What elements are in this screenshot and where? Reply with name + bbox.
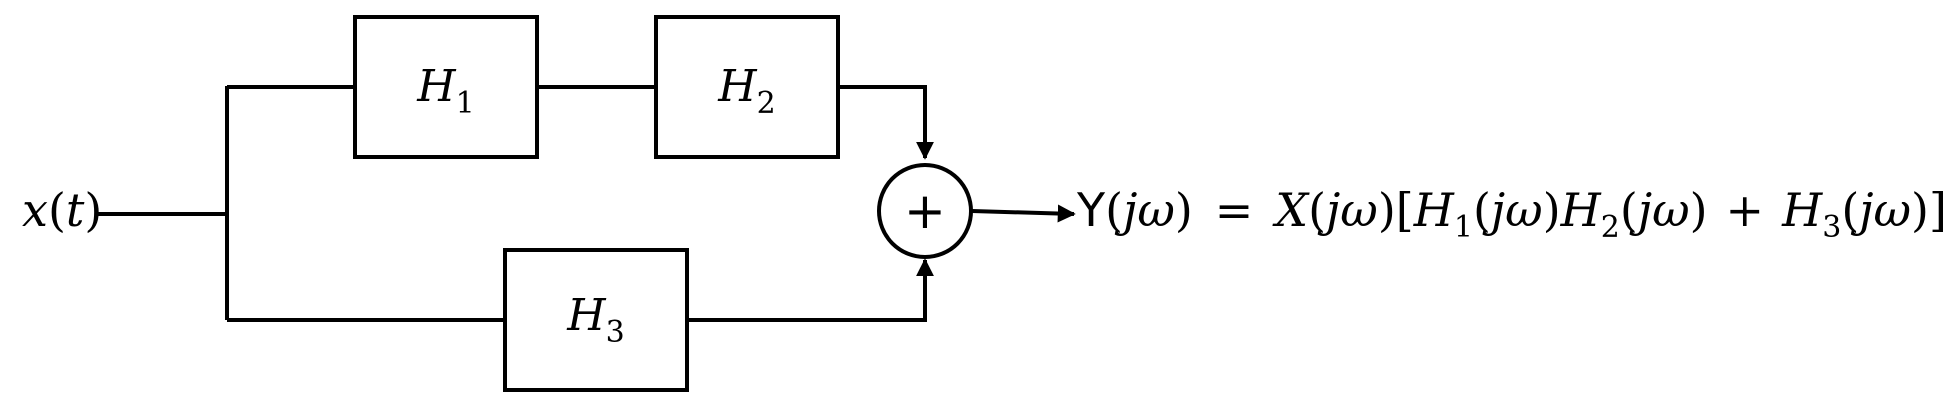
block-h1-label: H1 [416, 61, 474, 121]
eq-term2-close-paren: ) [1911, 183, 1929, 237]
eq-term1b-subscript: 2 [1601, 210, 1620, 245]
eq-factor-open-paren: ( [1308, 183, 1326, 237]
block-h1 [353, 15, 539, 159]
eq-term1b-close-paren: ) [1690, 183, 1708, 237]
eq-term2-open-paren: ( [1841, 183, 1859, 237]
wire-h2-to-sum [838, 85, 934, 160]
eq-term2-subscript: 3 [1822, 210, 1841, 245]
eq-term1a-close-paren: ) [1543, 183, 1561, 237]
block-h3-subscript: 3 [606, 315, 625, 350]
eq-factor-argument: jω [1317, 183, 1378, 237]
block-h3 [503, 248, 689, 392]
summing-junction-operator: + [904, 182, 946, 240]
eq-term1b-argument: jω [1629, 183, 1690, 237]
eq-lhs-argument: jω [1114, 183, 1175, 237]
eq-term1a-symbol: H [1413, 183, 1455, 237]
eq-term1b-open-paren: ( [1620, 183, 1638, 237]
input-close-paren: ) [84, 183, 102, 237]
eq-lhs-open-paren: ( [1105, 183, 1123, 237]
block-h1-symbol: H [416, 61, 457, 112]
eq-plus-sign: + [1726, 183, 1765, 237]
eq-factor-symbol: X [1272, 183, 1310, 237]
block-h3-label: H3 [566, 290, 624, 350]
input-symbol: x [22, 183, 48, 237]
output-wire [971, 204, 1076, 223]
eq-term2-argument: jω [1850, 183, 1911, 237]
input-argument: t [66, 183, 85, 237]
eq-term2-symbol: H [1781, 183, 1823, 237]
eq-factor-close-paren: ) [1378, 183, 1396, 237]
block-h3-symbol: H [566, 290, 607, 341]
block-h2-label: H2 [717, 61, 775, 121]
eq-lhs-symbol: Y [1076, 183, 1106, 237]
eq-term1a-subscript: 1 [1454, 210, 1473, 245]
eq-term1a-open-paren: ( [1473, 183, 1491, 237]
eq-close-bracket: ] [1929, 183, 1947, 237]
eq-equals-sign: = [1215, 183, 1254, 237]
block-h1-subscript: 1 [456, 86, 475, 121]
block-h2-symbol: H [717, 61, 758, 112]
summing-junction [877, 163, 973, 259]
eq-lhs-close-paren: ) [1175, 183, 1193, 237]
input-signal-label: x(t) [22, 183, 102, 237]
eq-open-bracket: [ [1396, 183, 1414, 237]
eq-term1a-argument: jω [1482, 183, 1543, 237]
wire-h3-to-sum [687, 258, 934, 322]
input-open-paren: ( [48, 183, 66, 237]
block-h2-subscript: 2 [757, 86, 776, 121]
eq-term1b-symbol: H [1560, 183, 1602, 237]
output-equation: Y(jω)=X(jω)[H1(jω)H2(jω)+H3(jω)] [1076, 183, 1947, 245]
